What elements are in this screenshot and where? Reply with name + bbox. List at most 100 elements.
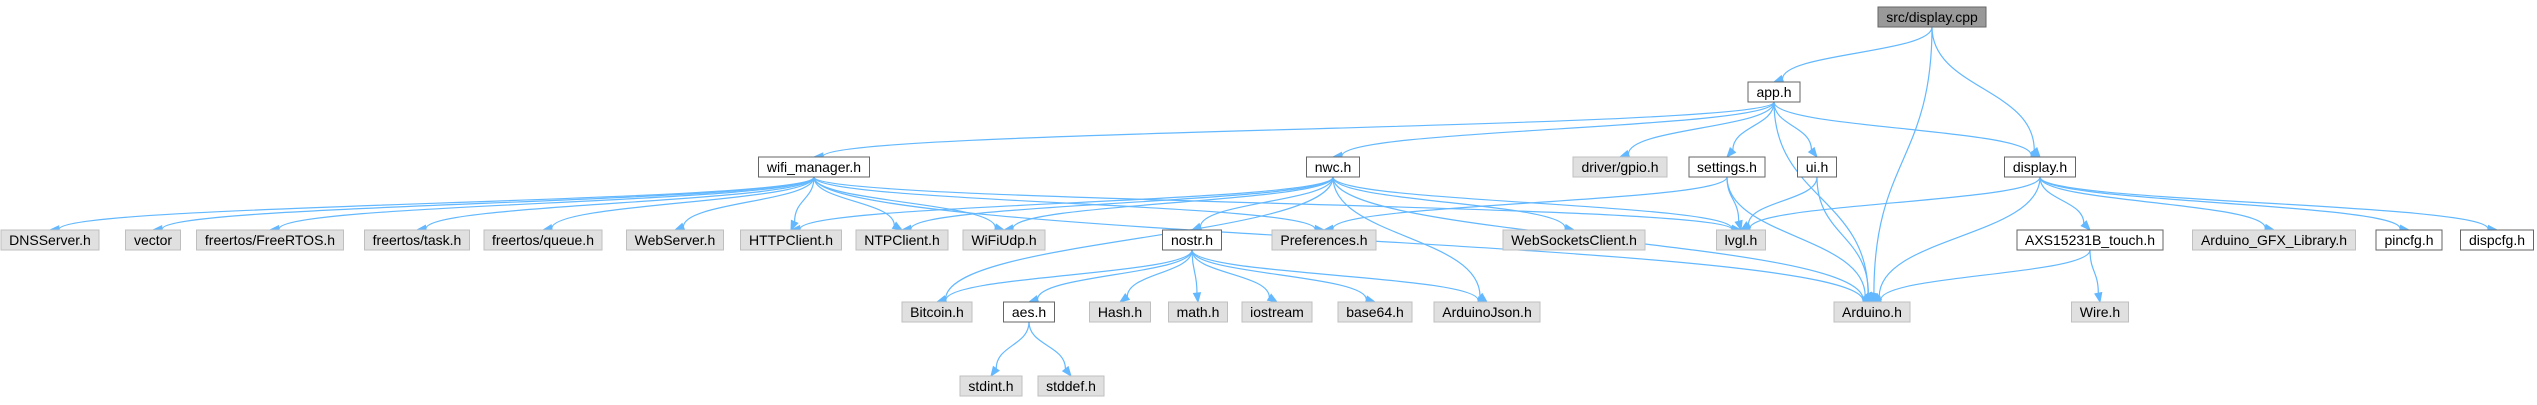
node-label: app.h [1756, 84, 1791, 100]
node-preferences-h: Preferences.h [1271, 229, 1377, 251]
edge-line [425, 176, 815, 230]
edge-app-h-to-nwc-h [1331, 101, 1775, 161]
edge-app-h-to-settings-h [1726, 101, 1775, 159]
node-label: dispcfg.h [2469, 232, 2525, 248]
node-label: WebSocketsClient.h [1511, 232, 1637, 248]
edge-line [1332, 176, 1728, 230]
node-box [1716, 229, 1766, 251]
edge-arrowhead [1118, 293, 1131, 303]
edge-line [1191, 249, 1198, 294]
edge-line [278, 176, 815, 230]
node-box [855, 229, 949, 251]
node-label: ui.h [1806, 159, 1829, 175]
node-label: DNSServer.h [9, 232, 91, 248]
node-label: freertos/queue.h [492, 232, 594, 248]
edge-app-h-to-ui-h [1773, 101, 1818, 159]
node-nostr-h[interactable]: nostr.h [1162, 229, 1222, 251]
node-aes-h[interactable]: aes.h [1003, 301, 1055, 323]
edge-line [1627, 101, 1775, 155]
node-box [1502, 229, 1646, 251]
node-lvgl-h: lvgl.h [1716, 229, 1766, 251]
node-box [1271, 229, 1377, 251]
edge-line [1012, 176, 1334, 229]
node-box [901, 301, 973, 323]
node-label: Bitcoin.h [910, 304, 964, 320]
edge-line [58, 176, 815, 230]
node-pincfg-h[interactable]: pincfg.h [2375, 229, 2443, 251]
edge-line [1773, 101, 1869, 294]
node-box [1168, 301, 1228, 323]
node-display-h[interactable]: display.h [2004, 156, 2076, 178]
node-label: vector [134, 232, 172, 248]
edge-wifi-manager-h-to-wifiudp-h [813, 176, 1006, 232]
node-label: stddef.h [1046, 378, 1096, 394]
edge-arrowhead [990, 365, 1000, 378]
node-box [1306, 156, 1360, 178]
node-app-h[interactable]: app.h [1747, 81, 1801, 103]
edge-line [2039, 176, 2266, 229]
edge-line [945, 249, 1193, 301]
node-box [1037, 375, 1105, 397]
edge-line [1191, 249, 1270, 298]
edge-app-h-to-driver-gpio-h [1618, 101, 1775, 158]
edge-line [2039, 176, 2085, 224]
node-box [0, 229, 100, 251]
node-label: stdint.h [968, 378, 1013, 394]
edge-axs-touch-h-to-wire-h [2089, 249, 2103, 304]
edge-line [1931, 26, 2035, 151]
edge-line [1773, 101, 2032, 156]
node-ui-h[interactable]: ui.h [1797, 156, 1837, 178]
edge-line [1873, 26, 1933, 294]
edge-wifi-manager-h-to-ntpclient-h [813, 176, 904, 231]
node-box [758, 156, 870, 178]
node-box [959, 375, 1023, 397]
node-axs15231b-touch-h[interactable]: AXS15231B_touch.h [2016, 229, 2164, 251]
edge-arrowhead [2094, 291, 2103, 304]
edge-line [1773, 101, 1813, 150]
node-nwc-h[interactable]: nwc.h [1306, 156, 1360, 178]
node-freertos-freertos-h: freertos/FreeRTOS.h [196, 229, 344, 251]
node-box [1089, 301, 1151, 323]
edge-nostr-h-to-aes-h [1027, 249, 1193, 304]
node-label: NTPClient.h [864, 232, 939, 248]
node-stdint-h: stdint.h [959, 375, 1023, 397]
edge-aes-h-to-stddef-h [1028, 321, 1072, 378]
edge-line [1332, 176, 1481, 297]
edge-display-h-to-pincfg-h [2039, 176, 2411, 233]
edge-line [793, 176, 815, 222]
node-label: WiFiUdp.h [971, 232, 1036, 248]
node-iostream: iostream [1241, 301, 1313, 323]
node-wifiudp-h: WiFiUdp.h [962, 229, 1046, 251]
node-dispcfg-h[interactable]: dispcfg.h [2460, 229, 2534, 251]
edge-display-cpp-to-app-h [1772, 26, 1933, 83]
node-ntpclient-h: NTPClient.h [855, 229, 949, 251]
edge-line [910, 176, 1334, 230]
node-settings-h[interactable]: settings.h [1688, 156, 1766, 178]
node-src-display-cpp[interactable]: src/display.cpp [1877, 6, 1987, 28]
node-webserver-h: WebServer.h [626, 229, 724, 251]
node-label: settings.h [1697, 159, 1757, 175]
node-label: src/display.cpp [1886, 9, 1978, 25]
edge-line [1191, 249, 1479, 301]
node-box [962, 229, 1046, 251]
edge-nwc-h-to-ntpclient-h [900, 176, 1334, 234]
edge-arrowhead [1807, 146, 1818, 159]
node-dnsserver-h: DNSServer.h [0, 229, 100, 251]
edge-line [1341, 101, 1775, 157]
edge-line [1199, 176, 1334, 227]
edge-display-cpp-to-arduino-h [1869, 26, 1933, 304]
node-box [1433, 301, 1541, 323]
node-box [196, 229, 344, 251]
node-wifi-manager-h[interactable]: wifi_manager.h [758, 156, 870, 178]
edge-nwc-h-to-wifiudp-h [1002, 176, 1334, 233]
node-label: AXS15231B_touch.h [2025, 232, 2155, 248]
edge-display-h-to-dispcfg-h [2039, 176, 2499, 234]
node-label: nwc.h [1315, 159, 1352, 175]
edge-display-cpp-to-display-h [1931, 26, 2041, 159]
node-box [2016, 229, 2164, 251]
node-box [1747, 81, 1801, 103]
node-box [1833, 301, 1911, 323]
node-box [125, 229, 181, 251]
node-layer: src/display.cpp app.h wifi_manager.h nwc.h d… [0, 6, 2534, 397]
edge-line [799, 176, 1334, 230]
